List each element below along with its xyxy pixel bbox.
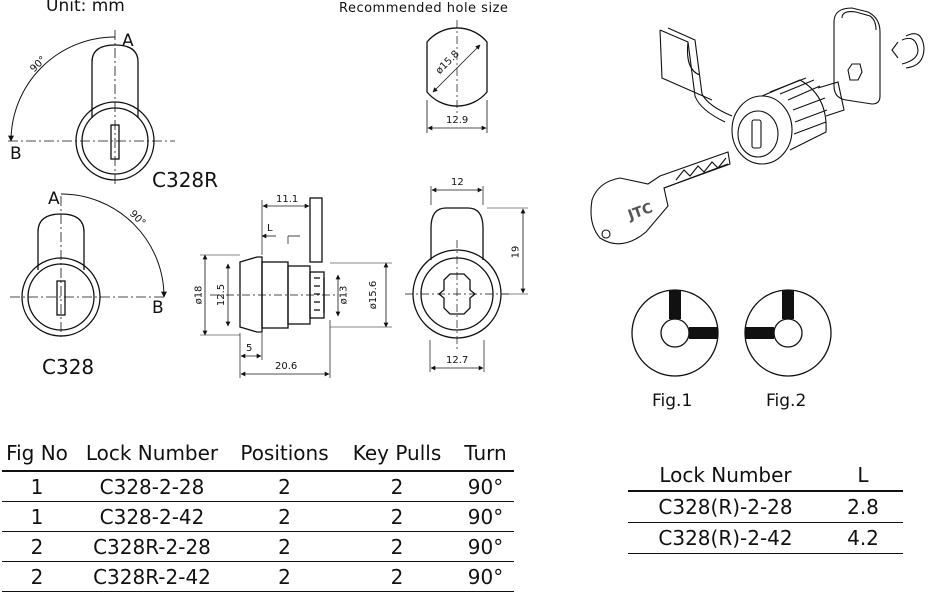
cell-positions: 2 [232,501,337,532]
cell-fig-no: 2 [2,531,72,562]
cell-fig-no: 1 [2,471,72,502]
cell-turn: 90° [457,561,514,592]
c328-model-label: C328 [42,355,95,379]
dim-19: 19 [510,245,522,259]
c328r-pos-a: A [122,31,134,51]
fig2-position-up [782,290,794,319]
dim-12: 12 [451,177,464,188]
c328-pos-a: A [48,189,60,209]
table-row: 2 C328R-2-42 2 2 90° [2,561,514,592]
table-row: 1 C328-2-42 2 2 90° [2,501,514,532]
cell-lock-number: C328-2-42 [72,501,232,532]
c328r-pos-b: B [10,144,22,164]
cell-lock-number: C328(R)-2-28 [628,491,823,523]
units-label: Unit: mm [46,0,125,16]
table-row: 1 C328-2-28 2 2 90° [2,471,514,502]
dim-20-6: 20.6 [275,361,298,372]
dim-12-7: 12.7 [446,355,469,366]
dim-dia-15-6: ø15.6 [368,280,380,310]
fig2-label: Fig.2 [766,391,807,411]
c328-pos-b: B [152,298,164,318]
fig1-position-right [689,327,718,339]
fig1-position-up [669,290,681,319]
table-row: C328(R)-2-28 2.8 [628,491,903,523]
fig2-position-left [745,327,774,339]
cell-key-pulls: 2 [337,501,457,532]
col-turn: Turn [457,436,514,472]
fig1-label: Fig.1 [652,391,693,411]
table-row: C328(R)-2-42 4.2 [628,522,903,554]
dim-12-5: 12.5 [216,283,228,307]
dim-dia-13: ø13 [338,285,350,305]
cell-lock-number: C328R-2-42 [72,561,232,592]
col-lock-number: Lock Number [72,436,232,472]
cell-L: 2.8 [823,491,903,523]
exploded-view [590,7,925,245]
table-header-row: Lock Number L [628,460,903,492]
cell-positions: 2 [232,561,337,592]
side-view [200,197,392,378]
length-table: Lock Number L C328(R)-2-28 2.8 C328(R)-2… [628,460,903,554]
back-view [405,186,528,372]
dim-11-1: 11.1 [276,194,299,205]
table-row: 2 C328R-2-28 2 2 90° [2,531,514,562]
c328r-model-label: C328R [152,168,219,192]
col-fig-no: Fig No [2,436,72,472]
dim-hole-flat: 12.9 [446,115,469,126]
cell-key-pulls: 2 [337,531,457,562]
col-key-pulls: Key Pulls [337,436,457,472]
cell-turn: 90° [457,531,514,562]
lock-spec-table: Fig No Lock Number Positions Key Pulls T… [2,436,514,592]
cell-fig-no: 2 [2,561,72,592]
hole-caption: Recommended hole size [339,1,509,16]
cell-lock-number: C328-2-28 [72,471,232,502]
dim-dia-18: ø18 [193,285,205,305]
col-lock-number: Lock Number [628,460,823,492]
col-positions: Positions [232,436,337,472]
cell-L: 4.2 [823,522,903,554]
col-L: L [823,460,903,492]
cell-turn: 90° [457,501,514,532]
recommended-hole-view [426,20,488,133]
dim-L: L [267,223,273,234]
cell-positions: 2 [232,471,337,502]
cell-lock-number: C328R-2-28 [72,531,232,562]
c328-front-view [10,193,167,340]
cell-key-pulls: 2 [337,471,457,502]
cell-turn: 90° [457,471,514,502]
cell-lock-number: C328(R)-2-42 [628,522,823,554]
cell-fig-no: 1 [2,501,72,532]
dim-5: 5 [246,343,253,354]
c328r-front-view [8,30,175,185]
table-header-row: Fig No Lock Number Positions Key Pulls T… [2,436,514,472]
cell-key-pulls: 2 [337,561,457,592]
cell-positions: 2 [232,531,337,562]
